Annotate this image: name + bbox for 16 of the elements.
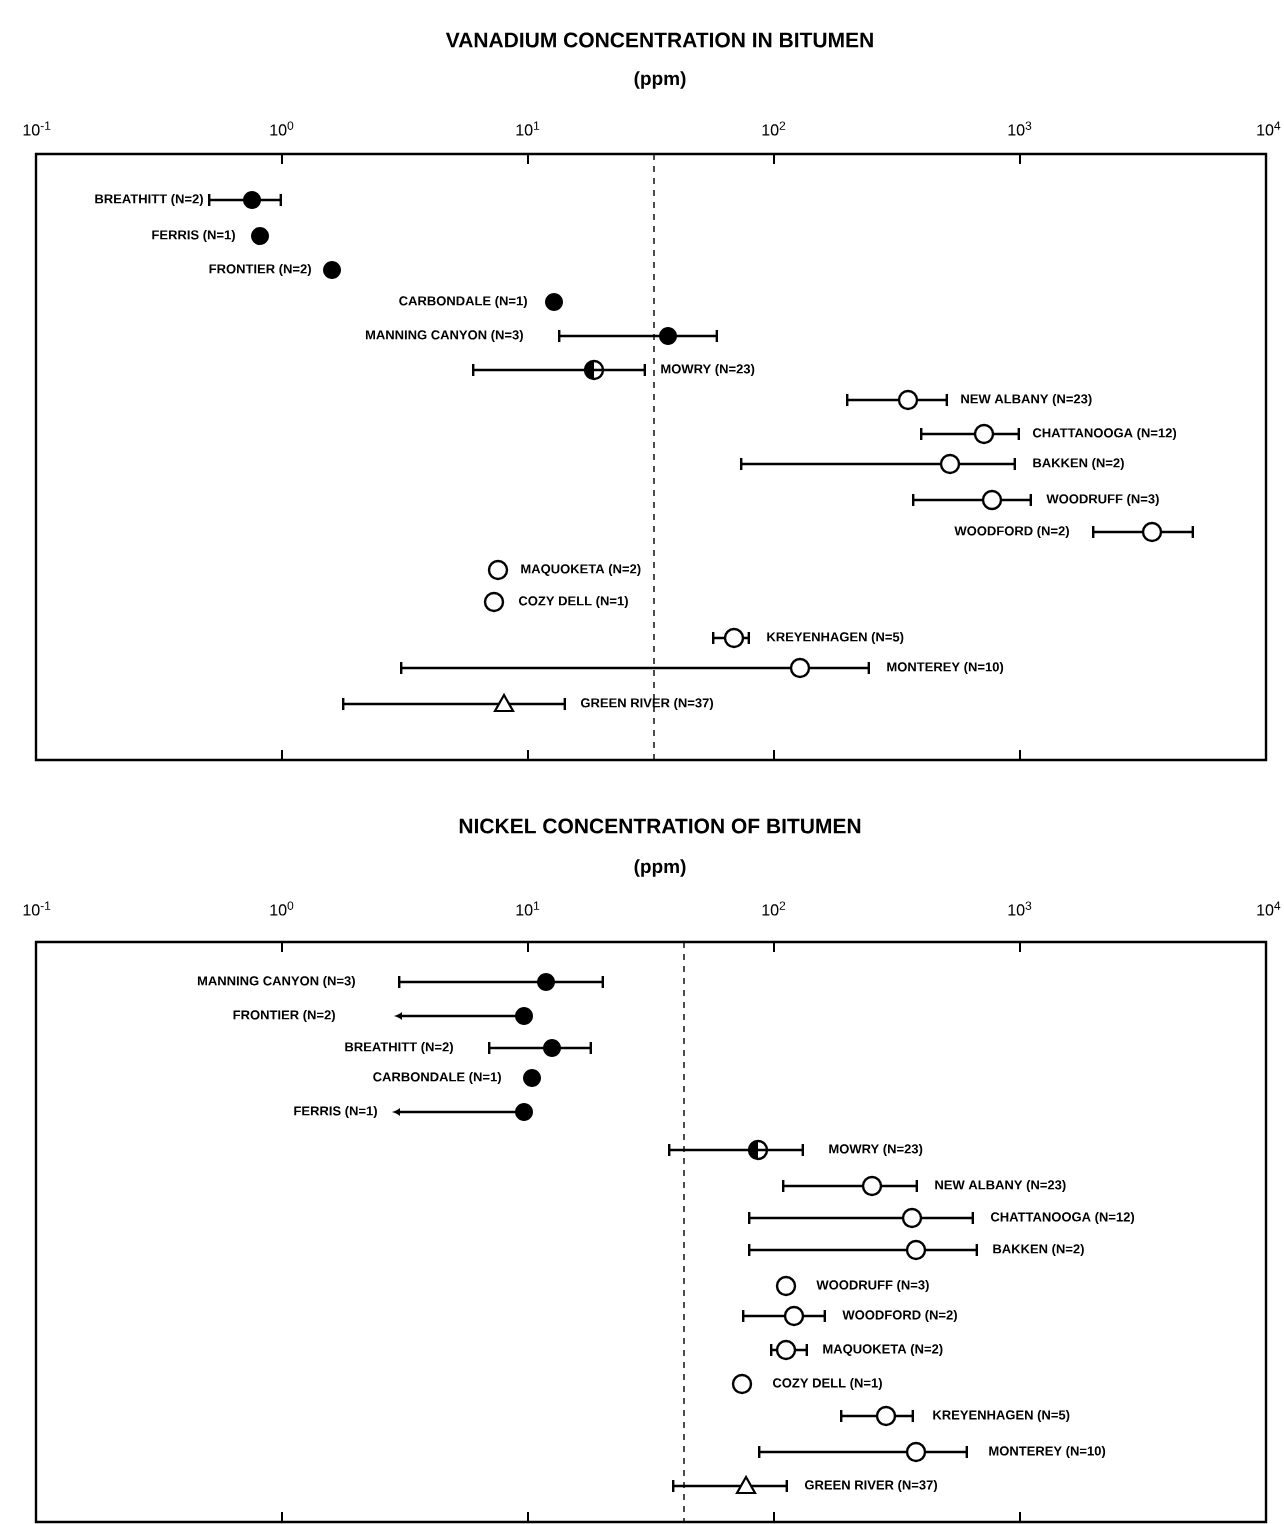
chart-title: VANADIUM CONCENTRATION IN BITUMEN [445,32,873,48]
tick-label: 10$^{0}$ [270,121,294,136]
tick-label: 10$^{1}$ [516,901,540,916]
chart-title: NICKEL CONCENTRATION OF BITUMEN [459,818,861,834]
tick-label: 10$^{4}$ [1257,121,1281,136]
tick-label: 10$^{3}$ [1008,121,1032,136]
tick-label: 10$^{3}$ [1008,901,1032,916]
tick-label: 10$^{1}$ [516,121,540,136]
tick-label: 10$^{2}$ [762,901,786,916]
tick-label: 10$^{0}$ [270,901,294,916]
tick-label: 10$^{-1}$ [23,901,51,916]
axis-unit: (ppm) [634,71,686,89]
tick-label: 10$^{2}$ [762,121,786,136]
tick-label: 10$^{-1}$ [23,121,51,136]
axis-unit: (ppm) [634,859,686,877]
tick-label: 10$^{4}$ [1257,901,1281,916]
